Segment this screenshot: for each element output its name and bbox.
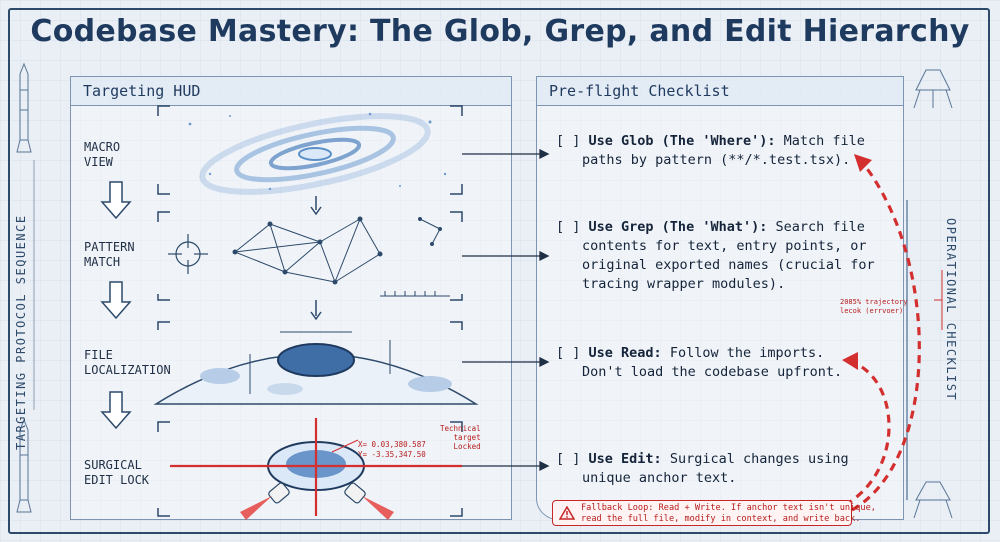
fallback-warning: Fallback Loop: Read + Write. If anchor t… <box>552 500 876 526</box>
hud-header: Targeting HUD <box>71 77 511 106</box>
checklist-item-edit[interactable]: [ ] Use Edit: Surgical changes using uni… <box>556 451 849 486</box>
rocket-icon <box>16 62 35 513</box>
fallback-text: Fallback Loop: Read + Write. If anchor t… <box>581 503 876 524</box>
outer-frame <box>8 8 990 534</box>
galaxy-icon <box>199 113 431 195</box>
checklist-panel: Pre-flight Checklist <box>536 76 904 520</box>
checklist-header: Pre-flight Checklist <box>537 77 903 106</box>
right-rail <box>906 69 953 519</box>
page-title: Codebase Mastery: The Glob, Grep, and Ed… <box>30 14 970 49</box>
planet-map-icon <box>153 331 479 405</box>
warning-icon <box>559 506 575 520</box>
hud-title: Targeting HUD <box>83 82 201 100</box>
down-arrow-icons <box>100 181 132 430</box>
crosshair-icon <box>168 234 208 274</box>
hud-illustration <box>100 105 479 520</box>
laser-emitter-icons <box>240 482 394 520</box>
fallback-loop-arrows <box>844 161 921 512</box>
checklist-title: Pre-flight Checklist <box>549 82 730 100</box>
crosshair-red-icon <box>170 418 462 516</box>
checklist-item-grep[interactable]: [ ] Use Grep (The 'What'): Search file c… <box>556 219 875 292</box>
checklist-item-glob[interactable]: [ ] Use Glob (The 'Where'): Match file p… <box>556 133 865 168</box>
lunar-lander-icon <box>915 69 951 91</box>
checklist-item-read[interactable]: [ ] Use Read: Follow the imports. Don't … <box>556 345 843 380</box>
left-rail: TARGETING PROTOCOL SEQUENCE <box>10 60 40 530</box>
network-graph-icon <box>232 216 442 285</box>
